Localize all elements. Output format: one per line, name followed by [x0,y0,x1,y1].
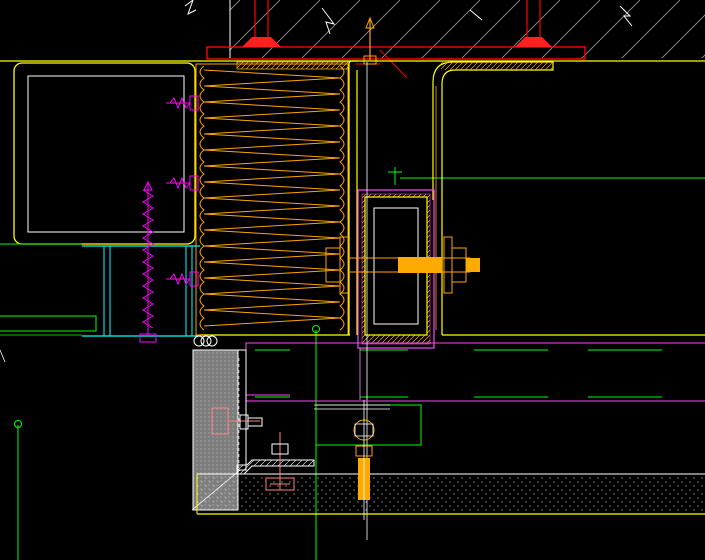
anchor-bolt-right [515,0,552,47]
steel-tube-section [13,62,196,245]
vertical-fastener [139,180,157,343]
anchor-bolt-left [242,0,281,47]
folded-steel-sheet [200,60,705,336]
i-profile-mullion [82,245,200,337]
green-guide-lines [0,167,705,560]
anchor-bolt-icon [211,407,295,491]
concrete-slab [184,0,705,58]
expansion-nail-icon [363,16,377,65]
clip-plate [314,404,390,410]
insulation-rock-wool [195,61,350,336]
panel-outline [245,342,705,402]
adjustment-bolt [353,400,375,520]
steel-angle-bracket [191,459,705,515]
self-drilling-screw-icon [166,95,199,287]
bolt-nut-icon [325,236,480,294]
